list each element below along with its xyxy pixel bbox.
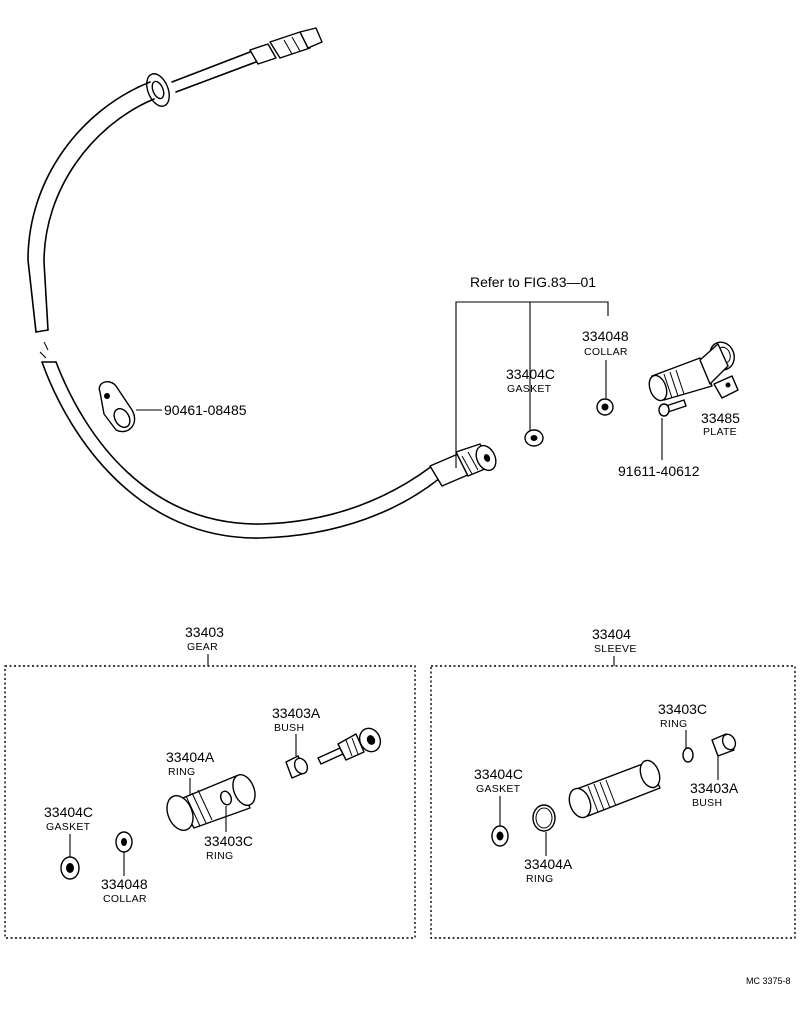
gear-group: 33403 GEAR 33403A BUSH 33404A RING 33403… [4, 624, 416, 939]
gear-ring-c-name: RING [206, 850, 233, 862]
gear-group-number: 33403 [185, 624, 224, 640]
sleeve-group-name: SLEEVE [594, 643, 637, 655]
sleeve-ring-c-number: 33403C [658, 701, 707, 717]
gear-bush-name: BUSH [274, 722, 304, 734]
gear-ring-c-number: 33403C [204, 833, 253, 849]
sleeve-ring-a-number: 33404A [524, 856, 573, 872]
gear-gasket-number: 33404C [44, 804, 93, 820]
sleeve-assembly-top [648, 341, 735, 402]
sleeve-group-number: 33404 [592, 626, 631, 642]
figure-code: MC 3375-8 [746, 976, 791, 986]
gasket-top-name: GASKET [507, 383, 552, 395]
speedometer-cable [27, 27, 497, 539]
gear-collar-number: 334048 [101, 876, 148, 892]
plate-number: 33485 [701, 410, 740, 426]
collar-top-name: COLLAR [584, 346, 628, 358]
clamp-bolt-number: 90461-08485 [164, 402, 247, 418]
gear-group-box [4, 665, 416, 939]
refer-label: Refer to FIG.83—01 [470, 274, 596, 290]
sleeve-group-box [430, 665, 796, 939]
sleeve-ring-a-name: RING [526, 873, 553, 885]
gear-ring-a-name: RING [168, 766, 195, 778]
gasket-top: 33404C GASKET [506, 366, 555, 447]
bolt: 91611-40612 [618, 399, 700, 479]
plate: 33485 PLATE [701, 375, 740, 438]
plate-name: PLATE [703, 426, 737, 438]
collar-top: 334048 COLLAR [582, 328, 629, 416]
refer-callout: Refer to FIG.83—01 [455, 274, 609, 468]
sleeve-gasket-number: 33404C [474, 766, 523, 782]
gear-collar-name: COLLAR [103, 893, 147, 905]
sleeve-gasket-name: GASKET [476, 783, 521, 795]
sleeve-bush-name: BUSH [692, 797, 722, 809]
gear-ring-a-number: 33404A [166, 749, 215, 765]
bolt-number: 91611-40612 [618, 463, 700, 479]
gasket-top-number: 33404C [506, 366, 555, 382]
gear-gasket-name: GASKET [46, 821, 91, 833]
sleeve-bush-number: 33403A [690, 780, 739, 796]
sleeve-ring-c-name: RING [660, 718, 687, 730]
collar-top-number: 334048 [582, 328, 629, 344]
gear-group-name: GEAR [187, 641, 218, 653]
gear-bush-number: 33403A [272, 705, 321, 721]
cable-clamp: 90461-08485 [98, 381, 247, 433]
sleeve-group: 33404 SLEEVE 33403C RING 33403A BUSH 334… [430, 626, 796, 939]
